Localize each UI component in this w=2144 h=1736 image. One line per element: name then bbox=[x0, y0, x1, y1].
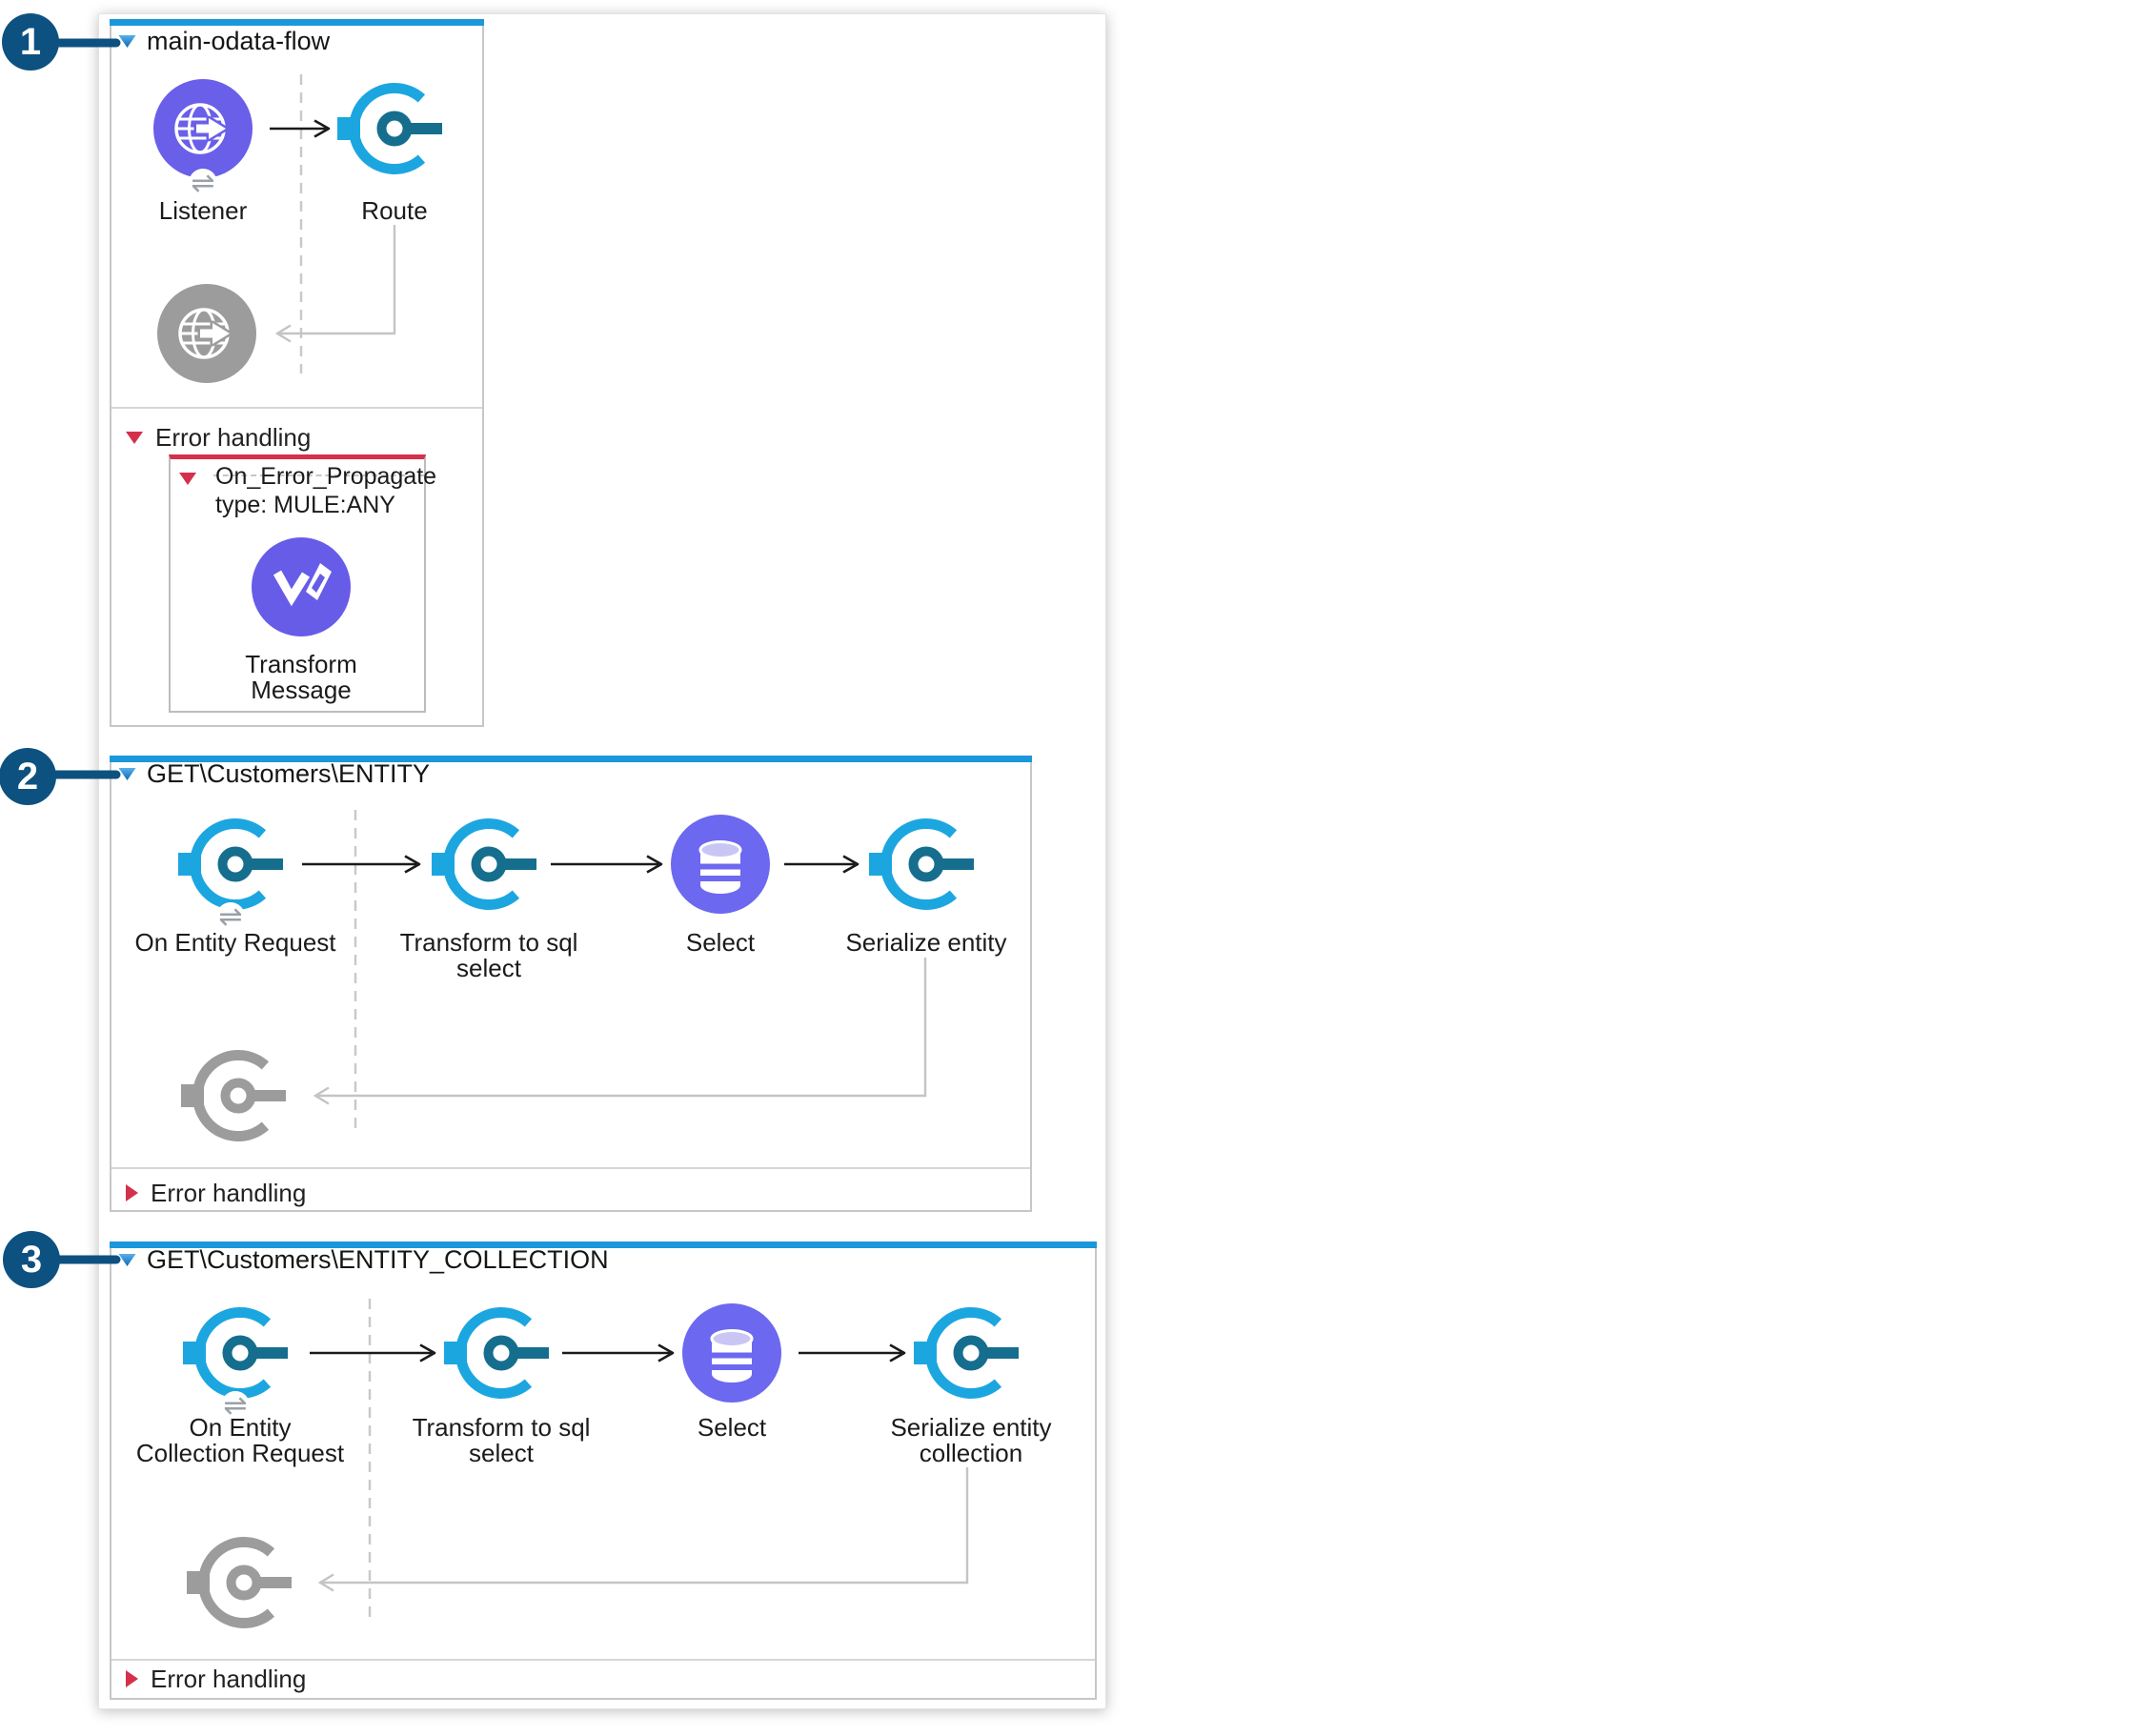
flow-connector-arrow bbox=[310, 1343, 436, 1363]
callout-badge-3: 3 bbox=[3, 1231, 60, 1288]
step-label: On Entity Request bbox=[134, 928, 336, 957]
step-transform-to-sql-select-icon[interactable] bbox=[444, 1313, 549, 1394]
error-section-separator bbox=[111, 1659, 1095, 1661]
step-label: Transform to sql bbox=[399, 928, 578, 957]
on-error-propagate-underline bbox=[213, 461, 424, 476]
svg-text:⇌: ⇌ bbox=[218, 900, 242, 934]
step-label: collection bbox=[919, 1439, 1023, 1467]
step-label: Listener bbox=[158, 196, 248, 225]
step-label: Message bbox=[251, 676, 352, 704]
callout-badge-1: 1 bbox=[2, 13, 59, 71]
error-collapsed-toggle-icon[interactable] bbox=[126, 1670, 138, 1687]
step-label: Route bbox=[361, 196, 428, 225]
step-select-icon[interactable] bbox=[680, 1302, 783, 1404]
error-collapsed-toggle-icon[interactable] bbox=[126, 1184, 138, 1201]
error-section-separator bbox=[111, 407, 482, 409]
step-label: Serialize entity bbox=[890, 1413, 1052, 1442]
ghost-response-icon bbox=[181, 1056, 286, 1137]
step-on-entity-request-icon[interactable] bbox=[178, 824, 283, 905]
chevron-down-icon[interactable] bbox=[118, 34, 136, 49]
on-error-propagate-title: On_Error_Propagate bbox=[215, 463, 437, 490]
step-serialize-entity-icon[interactable] bbox=[869, 824, 974, 905]
chevron-down-icon[interactable] bbox=[118, 1253, 136, 1267]
flow-header-get-customers-entity-collection[interactable]: GET\Customers\ENTITY_COLLECTION bbox=[118, 1243, 609, 1276]
callout-number: 3 bbox=[20, 1238, 43, 1281]
step-serialize-entity-collection-icon[interactable] bbox=[914, 1313, 1019, 1394]
chevron-down-icon[interactable] bbox=[118, 767, 136, 781]
step-label: select bbox=[456, 954, 521, 982]
flow-connector-arrow bbox=[784, 855, 860, 874]
ghost-response-icon bbox=[187, 1543, 292, 1624]
error-handling-label: Error handling bbox=[151, 1178, 307, 1207]
response-connector-line bbox=[274, 225, 396, 343]
step-select-icon[interactable] bbox=[669, 813, 772, 916]
error-section-separator bbox=[111, 1167, 1030, 1169]
svg-text:⇌: ⇌ bbox=[191, 167, 214, 200]
response-connector-line bbox=[313, 958, 927, 1105]
flow-header-get-customers-entity[interactable]: GET\Customers\ENTITY bbox=[118, 757, 430, 790]
error-handling-section[interactable]: Error handling bbox=[126, 1179, 306, 1207]
step-label: Collection Request bbox=[135, 1439, 345, 1467]
step-label: Serialize entity bbox=[845, 928, 1007, 957]
error-handling-label: Error handling bbox=[155, 422, 312, 452]
flow-header-main-odata-flow[interactable]: main-odata-flow bbox=[118, 25, 330, 57]
flow-top-bar bbox=[110, 19, 484, 26]
callout-number: 1 bbox=[19, 20, 42, 63]
flow-title: GET\Customers\ENTITY_COLLECTION bbox=[147, 1244, 609, 1274]
flow-connector-arrow bbox=[551, 855, 663, 874]
callout-number: 2 bbox=[16, 755, 39, 797]
svg-text:⇌: ⇌ bbox=[223, 1389, 247, 1423]
error-scope-toggle-icon[interactable] bbox=[179, 473, 196, 485]
flow-top-bar bbox=[110, 756, 1032, 762]
step-on-entity-collection-request-icon[interactable] bbox=[183, 1313, 288, 1394]
step-label: select bbox=[469, 1439, 534, 1467]
response-connector-line bbox=[317, 1467, 969, 1592]
flow-connector-arrow bbox=[799, 1343, 906, 1363]
error-handling-section[interactable]: Error handling bbox=[126, 1665, 306, 1693]
flow-title: main-odata-flow bbox=[147, 26, 331, 55]
step-transform-to-sql-select-icon[interactable] bbox=[432, 824, 536, 905]
step-label: Transform to sql bbox=[412, 1413, 591, 1442]
flow-box-get-customers-entity-collection[interactable] bbox=[110, 1241, 1097, 1700]
step-label: On Entity bbox=[189, 1413, 292, 1442]
error-handling-label: Error handling bbox=[151, 1664, 307, 1693]
flow-top-bar bbox=[110, 1241, 1097, 1248]
flow-title: GET\Customers\ENTITY bbox=[147, 758, 431, 788]
step-transform-message-icon[interactable] bbox=[252, 537, 351, 636]
exchange-badge-icon: ⇌ bbox=[221, 1389, 250, 1423]
step-route-icon[interactable] bbox=[337, 88, 442, 169]
exchange-badge-icon: ⇌ bbox=[189, 167, 217, 200]
error-handling-section[interactable]: Error handling bbox=[126, 423, 311, 452]
ghost-response-icon bbox=[157, 284, 256, 383]
step-listener-icon[interactable] bbox=[153, 79, 253, 178]
exchange-badge-icon: ⇌ bbox=[216, 900, 245, 934]
step-label: Transform bbox=[245, 650, 357, 678]
step-label: Select bbox=[697, 1413, 767, 1442]
flow-connector-arrow bbox=[302, 855, 421, 874]
on-error-propagate-type: type: MULE:ANY bbox=[215, 492, 395, 518]
flow-connector-arrow bbox=[562, 1343, 675, 1363]
flow-connector-arrow bbox=[270, 119, 331, 138]
step-label: Select bbox=[685, 928, 756, 957]
callout-badge-2: 2 bbox=[0, 748, 56, 805]
error-expanded-toggle-icon[interactable] bbox=[126, 431, 143, 444]
